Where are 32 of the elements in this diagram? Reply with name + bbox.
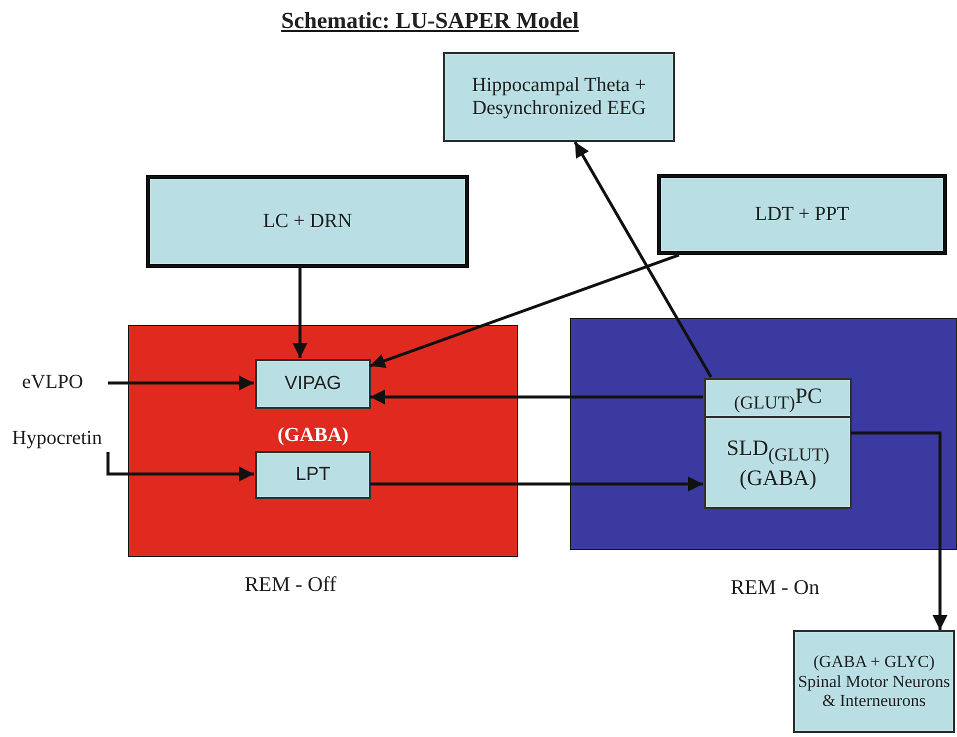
arrow (574, 141, 712, 378)
node-label: SLD$_{(GLUT)}$ (GABA) (726, 434, 830, 490)
node-label: LC + DRN (262, 210, 352, 233)
arrow (370, 254, 680, 368)
node-label: (GABA + GLYC) Spinal Motor Neurons & Interneurons (796, 652, 952, 711)
arrow (370, 476, 703, 492)
region-panel (128, 325, 518, 557)
node-label: $_{(GLUT)}$PC (734, 382, 822, 414)
input-label: Hypocretin (12, 426, 102, 450)
nucleus-box (146, 175, 469, 268)
node-label: Hippocampal Theta + Desynchronized EEG (470, 74, 648, 120)
arrow (370, 390, 703, 404)
node-label: LPT (296, 464, 330, 486)
arrow (851, 432, 948, 630)
nucleus-box (793, 630, 955, 733)
input-label: eVLPO (22, 370, 84, 394)
region-panel (570, 318, 957, 550)
nucleus-box (657, 174, 947, 255)
nucleus-box (443, 52, 675, 142)
nucleus-box (704, 416, 852, 509)
node-label: VIPAG (284, 373, 342, 395)
arrow (106, 452, 254, 482)
nucleus-box (255, 359, 371, 409)
state-label: REM - Off (244, 572, 338, 597)
state-label: REM - On (730, 575, 820, 600)
arrow (108, 376, 254, 390)
node-label: LDT + PPT (754, 203, 850, 226)
arrow (292, 268, 308, 358)
transmitter-label: (GABA) (276, 424, 350, 447)
nucleus-box (255, 451, 371, 499)
diagram-title: Schematic: LU-SAPER Model (280, 8, 580, 34)
nucleus-box (704, 378, 852, 418)
